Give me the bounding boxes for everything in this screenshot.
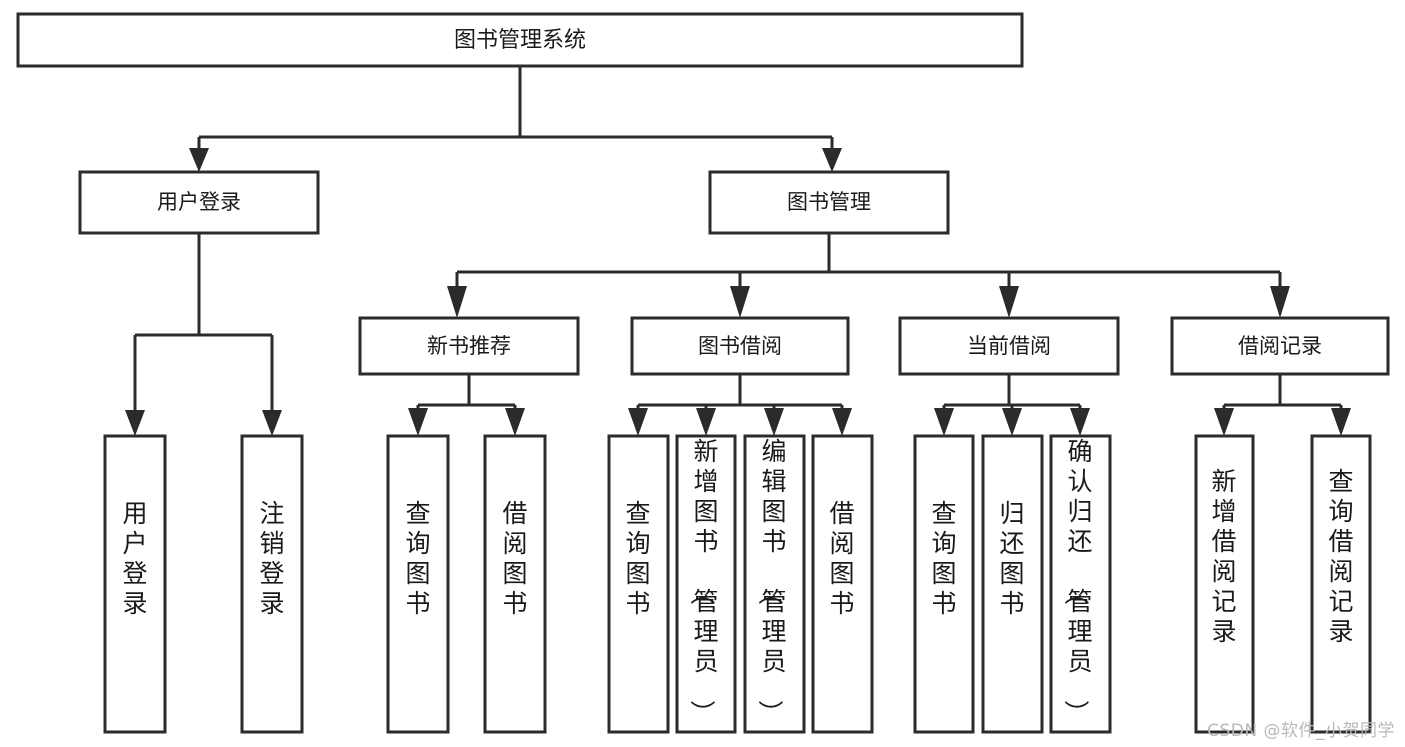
- leaf-logout[interactable]: 注销登录: [240, 434, 304, 734]
- arrow-current-leaf-3: [1070, 408, 1090, 436]
- leaf-current-query-book[interactable]: 查询图书: [913, 434, 975, 734]
- node-book-management-box[interactable]: [708, 170, 950, 235]
- arrow-to-new-book-rec: [447, 286, 467, 318]
- node-new-book-recommend-label: 新书推荐: [427, 334, 511, 358]
- leaf-current-query-book-box[interactable]: [913, 434, 975, 734]
- node-current-borrow[interactable]: 当前借阅: [898, 316, 1120, 376]
- node-current-borrow-label: 当前借阅: [967, 334, 1051, 358]
- node-root-system-box[interactable]: [16, 12, 1024, 68]
- node-user-login[interactable]: 用户登录: [78, 170, 320, 235]
- arrow-current-leaf-2: [1002, 408, 1022, 436]
- leaf-borrow-query-book-label: 查询图书: [625, 499, 650, 618]
- leaf-borrow-edit-book-admin-label: 编辑图书（管理员）: [755, 437, 786, 725]
- arrow-record-leaf-2: [1331, 408, 1351, 436]
- connector-layer: [125, 66, 1351, 436]
- node-borrow-record-label: 借阅记录: [1238, 334, 1322, 358]
- leaf-record-add-record[interactable]: 新增借阅记录: [1194, 434, 1255, 734]
- arrow-to-user-login: [189, 148, 209, 172]
- leaf-current-confirm-return-admin-label: 确认归还（管理员）: [1061, 437, 1092, 725]
- leaf-borrow-borrow-book-box[interactable]: [811, 434, 874, 734]
- leaf-user-login-label: 用户登录: [122, 499, 147, 618]
- arrow-borrow-leaf-3: [764, 408, 784, 436]
- arrow-borrow-leaf-1: [628, 408, 648, 436]
- leaf-current-confirm-return-admin-box[interactable]: [1049, 434, 1112, 734]
- arrow-to-book-management: [822, 148, 842, 172]
- node-borrow-record-box[interactable]: [1170, 316, 1390, 376]
- arrow-to-leaf-logout: [262, 410, 282, 436]
- arrow-borrow-leaf-4: [832, 408, 852, 436]
- node-book-management-label: 图书管理: [787, 190, 871, 214]
- leaf-newbook-query-book-box[interactable]: [386, 434, 450, 734]
- leaf-record-add-record-box[interactable]: [1194, 434, 1255, 734]
- node-book-borrow[interactable]: 图书借阅: [630, 316, 850, 376]
- leaf-borrow-query-book-box[interactable]: [607, 434, 670, 734]
- leaf-logout-label: 注销登录: [259, 499, 284, 618]
- leaf-newbook-borrow-book[interactable]: 借阅图书: [483, 434, 547, 734]
- node-book-management[interactable]: 图书管理: [708, 170, 950, 235]
- arrow-to-book-borrow: [730, 286, 750, 318]
- arrow-to-leaf-user-login: [125, 410, 145, 436]
- node-new-book-recommend[interactable]: 新书推荐: [358, 316, 580, 376]
- node-book-borrow-label: 图书借阅: [698, 334, 782, 358]
- node-root-system-label: 图书管理系统: [454, 28, 586, 53]
- node-book-borrow-box[interactable]: [630, 316, 850, 376]
- leaf-current-return-book[interactable]: 归还图书: [981, 434, 1044, 734]
- arrow-to-borrow-record: [1270, 286, 1290, 318]
- leaf-record-query-record-box[interactable]: [1310, 434, 1372, 734]
- node-borrow-record[interactable]: 借阅记录: [1170, 316, 1390, 376]
- leaf-borrow-add-book-admin-box[interactable]: [675, 434, 737, 734]
- leaf-user-login[interactable]: 用户登录: [103, 434, 167, 734]
- leaf-newbook-query-book[interactable]: 查询图书: [386, 434, 450, 734]
- leaf-current-return-book-label: 归还图书: [999, 499, 1024, 618]
- leaf-record-add-record-label: 新增借阅记录: [1211, 467, 1236, 646]
- node-user-login-label: 用户登录: [157, 190, 241, 214]
- leaf-user-login-box[interactable]: [103, 434, 167, 734]
- leaf-current-confirm-return-admin[interactable]: 确认归还（管理员）: [1049, 434, 1112, 734]
- leaf-borrow-add-book-admin[interactable]: 新增图书（管理员）: [675, 434, 737, 734]
- arrow-newbook-leaf-1: [408, 408, 428, 436]
- leaf-borrow-borrow-book[interactable]: 借阅图书: [811, 434, 874, 734]
- leaf-newbook-query-book-label: 查询图书: [405, 499, 430, 618]
- node-new-book-recommend-box[interactable]: [358, 316, 580, 376]
- arrow-newbook-leaf-2: [505, 408, 525, 436]
- leaf-current-query-book-label: 查询图书: [931, 499, 956, 618]
- node-current-borrow-box[interactable]: [898, 316, 1120, 376]
- leaf-logout-box[interactable]: [240, 434, 304, 734]
- leaf-record-query-record-label: 查询借阅记录: [1328, 467, 1353, 646]
- leaf-current-return-book-box[interactable]: [981, 434, 1044, 734]
- leaf-newbook-borrow-book-box[interactable]: [483, 434, 547, 734]
- arrow-borrow-leaf-2: [696, 408, 716, 436]
- node-root-system[interactable]: 图书管理系统: [16, 12, 1024, 68]
- leaf-borrow-add-book-admin-label: 新增图书（管理员）: [687, 437, 718, 725]
- leaf-borrow-edit-book-admin-box[interactable]: [743, 434, 806, 734]
- node-user-login-box[interactable]: [78, 170, 320, 235]
- leaf-record-query-record[interactable]: 查询借阅记录: [1310, 434, 1372, 734]
- leaf-borrow-query-book[interactable]: 查询图书: [607, 434, 670, 734]
- arrow-to-current-borrow: [999, 286, 1019, 318]
- arrow-current-leaf-1: [934, 408, 954, 436]
- leaf-borrow-borrow-book-label: 借阅图书: [829, 499, 854, 618]
- arrow-record-leaf-1: [1214, 408, 1234, 436]
- leaf-newbook-borrow-book-label: 借阅图书: [502, 499, 527, 618]
- leaf-borrow-edit-book-admin[interactable]: 编辑图书（管理员）: [743, 434, 806, 734]
